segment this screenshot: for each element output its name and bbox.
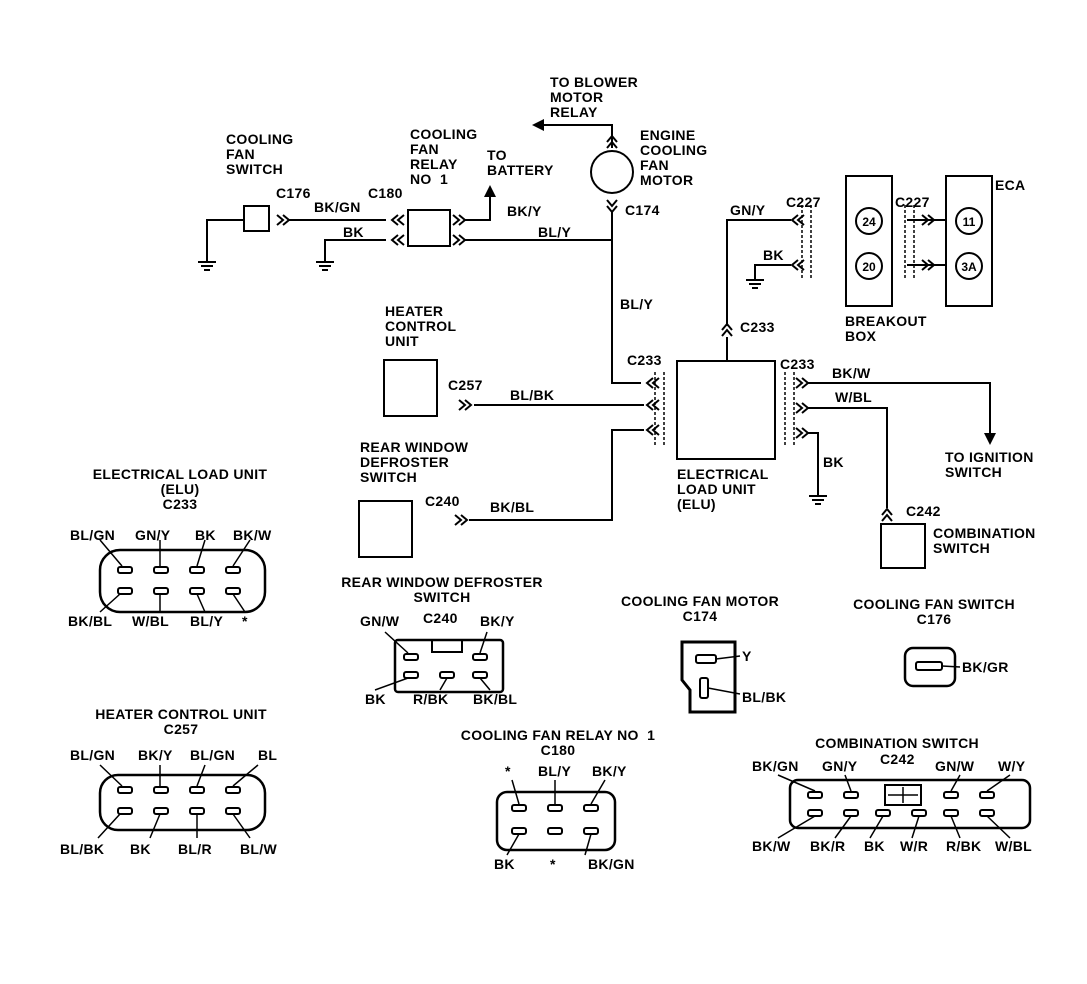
combination-switch-box — [880, 523, 926, 569]
elu-pin-label: W/BL — [132, 613, 169, 629]
rear-defroster-pin-label: BK — [365, 691, 386, 707]
fan-relay-pin-label: BL/Y — [538, 763, 572, 779]
heater-pin-label: BL/BK — [60, 841, 105, 857]
combination-pin-label: W/Y — [998, 758, 1026, 774]
c227-left-label: C227 — [786, 194, 821, 210]
fan-relay-connector-title: COOLING FAN RELAY NO 1 C180 — [460, 727, 656, 758]
rear-defroster-pin-label: R/BK — [413, 691, 449, 707]
cooling-fan-switch-label: COOLING FAN SWITCH — [226, 131, 294, 177]
combination-pin-label: BK — [864, 838, 885, 854]
gn-y-wire-label: GN/Y — [730, 202, 766, 218]
combination-switch-label: COMBINATION SWITCH — [933, 525, 1036, 556]
elu-connector-title: ELECTRICAL LOAD UNIT (ELU) C233 — [92, 466, 268, 512]
c180-label: C180 — [368, 185, 403, 201]
breakout-pin-20: 20 — [855, 252, 883, 280]
eca-pin-3a: 3A — [955, 252, 983, 280]
breakout-box — [845, 175, 893, 307]
elu-pin-label: * — [242, 613, 248, 629]
heater-control-unit-box — [383, 359, 438, 417]
cooling-fan-relay-box — [407, 209, 451, 247]
bk-gn-wire-label: BK/GN — [314, 199, 361, 215]
fan-relay-pin-label: BK/Y — [592, 763, 627, 779]
bl-y-wire-label-relay: BL/Y — [538, 224, 572, 240]
combination-pin-label: BK/GN — [752, 758, 799, 774]
combination-pin-label: W/R — [900, 838, 929, 854]
rear-defroster-connector-code: C240 — [423, 610, 458, 626]
rear-defroster-pin-label: GN/W — [360, 613, 400, 629]
heater-connector-title: HEATER CONTROL UNIT C257 — [95, 706, 267, 737]
combination-connector-code: C242 — [880, 751, 915, 767]
rear-defroster-connector-title: REAR WINDOW DEFROSTER SWITCH — [341, 574, 543, 605]
c242-label: C242 — [906, 503, 941, 519]
heater-pin-label: BL/R — [178, 841, 212, 857]
bk-w-wire-label: BK/W — [832, 365, 871, 381]
breakout-box-label: BREAKOUT BOX — [845, 313, 927, 344]
to-battery-label: TO BATTERY — [487, 147, 554, 178]
fan-motor-circle — [590, 150, 634, 194]
elu-pin-label: BK/BL — [68, 613, 113, 629]
combination-connector-title: COMBINATION SWITCH — [815, 735, 979, 751]
bk-bl-wire-label: BK/BL — [490, 499, 535, 515]
c176-label: C176 — [276, 185, 311, 201]
bk-wire-label-relay: BK — [343, 224, 364, 240]
bk-wire-label-elu: BK — [823, 454, 844, 470]
combination-pin-label: R/BK — [946, 838, 982, 854]
to-ignition-switch-label: TO IGNITION SWITCH — [945, 449, 1034, 480]
heater-pin-label: BL/W — [240, 841, 277, 857]
combination-pin-label: BK/R — [810, 838, 846, 854]
c227-right-label: C227 — [895, 194, 930, 210]
fan-relay-pin-label: * — [505, 763, 511, 779]
c233-left-label: C233 — [627, 352, 662, 368]
c233-top-label: C233 — [740, 319, 775, 335]
eca-label: ECA — [995, 177, 1026, 193]
heater-pin-label: BL/GN — [70, 747, 116, 763]
breakout-pin-24: 24 — [855, 207, 883, 235]
fan-motor-connector-title: COOLING FAN MOTOR C174 — [620, 593, 780, 624]
heater-pin-label: BK/Y — [138, 747, 173, 763]
combination-pin-label: GN/W — [935, 758, 975, 774]
cooling-fan-switch-box — [243, 205, 270, 232]
rear-defroster-pin-label: BK/Y — [480, 613, 515, 629]
bl-y-wire-label-vertical: BL/Y — [620, 296, 654, 312]
rear-window-defroster-switch-label: REAR WINDOW DEFROSTER SWITCH — [360, 439, 469, 485]
heater-control-unit-label: HEATER CONTROL UNIT — [385, 303, 457, 349]
c240-label: C240 — [425, 493, 460, 509]
c257-label: C257 — [448, 377, 483, 393]
elu-pin-label: GN/Y — [135, 527, 171, 543]
heater-pin-label: BK — [130, 841, 151, 857]
to-blower-motor-relay-label: TO BLOWER MOTOR RELAY — [550, 74, 638, 120]
cooling-fan-relay-label: COOLING FAN RELAY NO 1 — [410, 126, 478, 187]
electrical-load-unit-label: ELECTRICAL LOAD UNIT (ELU) — [677, 466, 769, 512]
elu-pin-label: BL/Y — [190, 613, 224, 629]
electrical-load-unit-box — [676, 360, 776, 460]
fan-motor-pin-label: Y — [742, 648, 752, 664]
fan-relay-pin-label: * — [550, 856, 556, 872]
elu-pin-label: BK — [195, 527, 216, 543]
elu-pin-label: BK/W — [233, 527, 272, 543]
c233-right-label: C233 — [780, 356, 815, 372]
eca-box — [945, 175, 993, 307]
engine-cooling-fan-motor-label: ENGINE COOLING FAN MOTOR — [640, 127, 708, 188]
heater-pin-label: BL — [258, 747, 278, 763]
combination-pin-label: BK/W — [752, 838, 791, 854]
bk-y-wire-label: BK/Y — [507, 203, 542, 219]
combination-pin-label: W/BL — [995, 838, 1032, 854]
fan-switch-pin-label: BK/GR — [962, 659, 1009, 675]
bl-bk-wire-label: BL/BK — [510, 387, 555, 403]
combination-pin-label: GN/Y — [822, 758, 858, 774]
rear-defroster-pin-label: BK/BL — [473, 691, 518, 707]
fan-relay-pin-label: BK/GN — [588, 856, 635, 872]
heater-pin-label: BL/GN — [190, 747, 236, 763]
fan-motor-pin-label: BL/BK — [742, 689, 787, 705]
w-bl-wire-label: W/BL — [835, 389, 872, 405]
fan-switch-connector-title: COOLING FAN SWITCH C176 — [853, 596, 1015, 627]
elu-pin-label: BL/GN — [70, 527, 116, 543]
bk-wire-label-breakout: BK — [763, 247, 784, 263]
c174-label: C174 — [625, 202, 660, 218]
rear-window-defroster-box — [358, 500, 413, 558]
fan-relay-pin-label: BK — [494, 856, 515, 872]
eca-pin-11: 11 — [955, 207, 983, 235]
